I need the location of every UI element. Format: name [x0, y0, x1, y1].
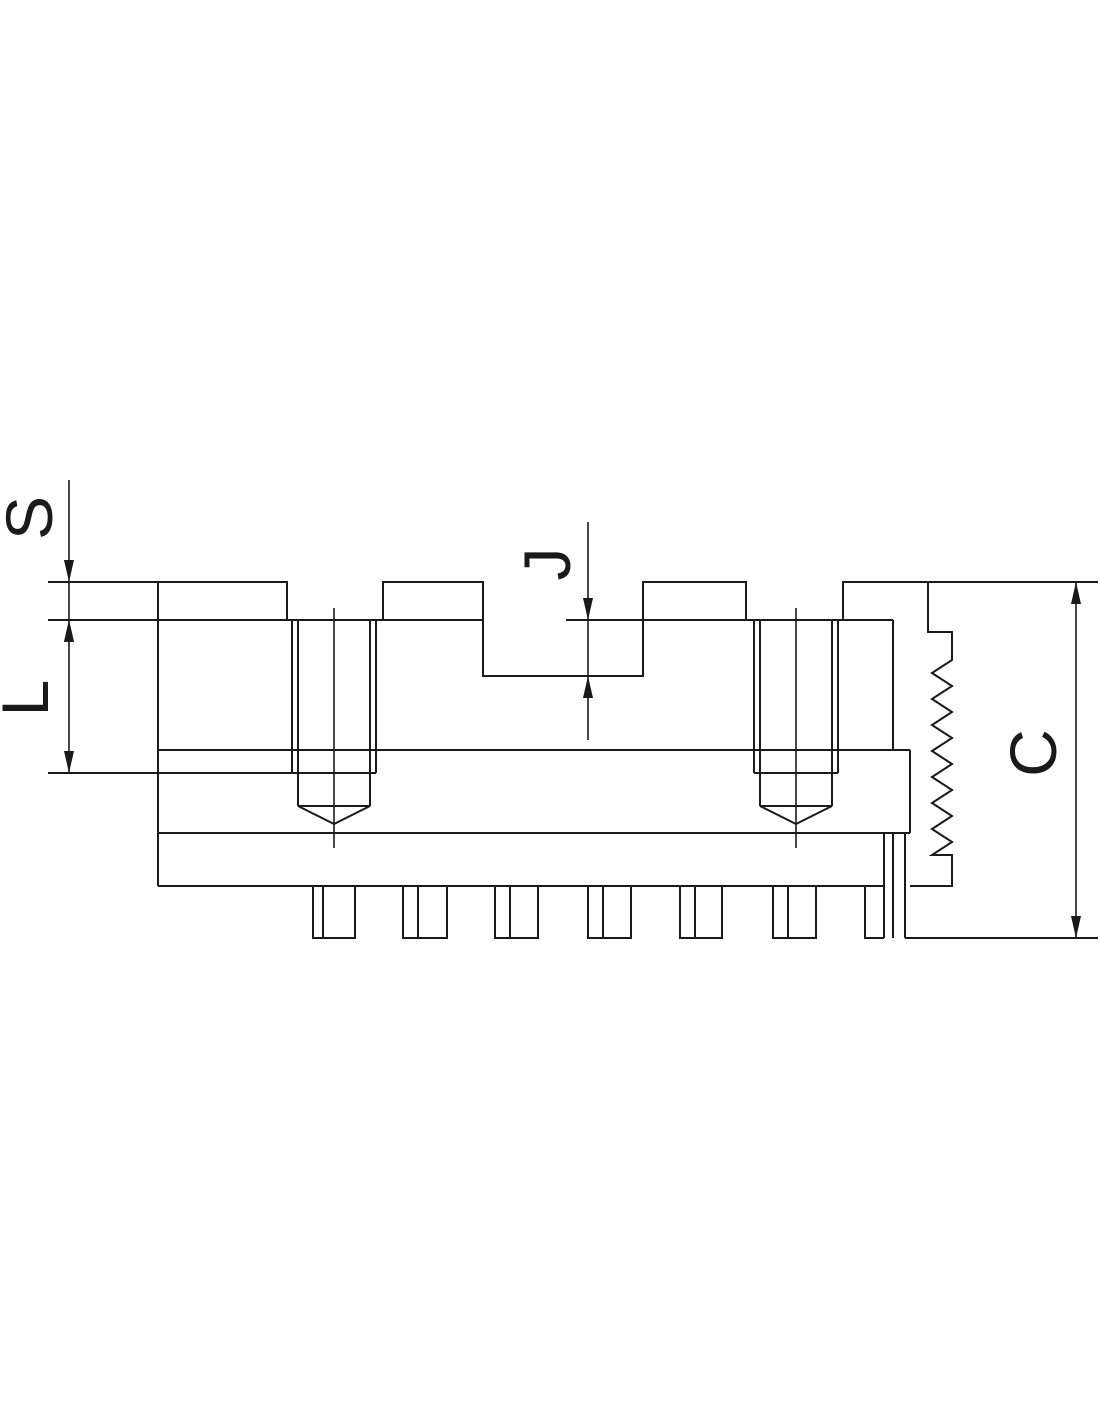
label-s: S — [0, 496, 66, 540]
dimension-l: L — [0, 620, 74, 773]
dimension-s: S — [0, 480, 74, 642]
dimension-j: J — [510, 522, 593, 740]
bottom-tongue-teeth — [312, 886, 1098, 939]
label-l: L — [0, 680, 62, 717]
label-c: C — [996, 729, 1070, 777]
dimension-c: C — [996, 582, 1081, 938]
bolt-hole-left — [291, 608, 377, 848]
jaw-body — [48, 620, 911, 938]
side-serration — [910, 620, 954, 887]
label-j: J — [510, 548, 584, 581]
bolt-hole-right — [753, 608, 839, 848]
jaw-top-profile — [48, 581, 1098, 886]
